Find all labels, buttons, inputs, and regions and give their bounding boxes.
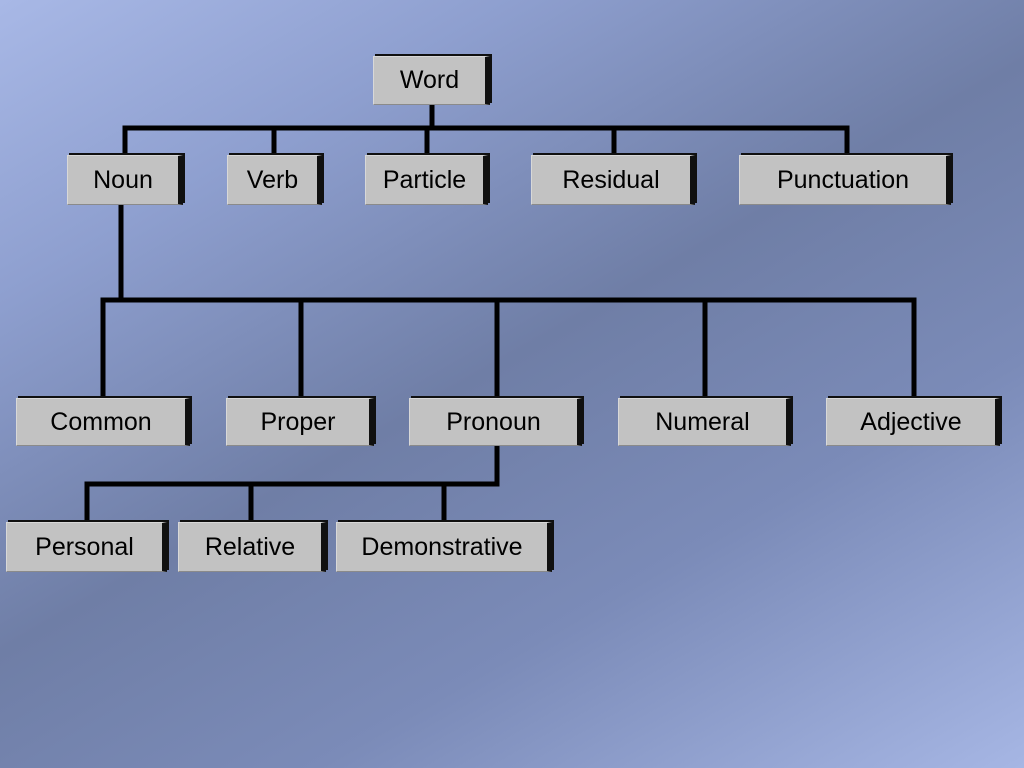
node-particle: Particle: [365, 155, 488, 205]
node-numeral: Numeral: [618, 398, 791, 446]
node-personal: Personal: [6, 522, 167, 572]
node-common: Common: [16, 398, 190, 446]
node-residual: Residual: [531, 155, 695, 205]
node-demonstrative: Demonstrative: [336, 522, 552, 572]
node-punctuation: Punctuation: [739, 155, 951, 205]
node-word: Word: [373, 56, 490, 105]
node-noun: Noun: [67, 155, 183, 205]
node-pronoun: Pronoun: [409, 398, 582, 446]
node-verb: Verb: [227, 155, 322, 205]
node-adjective: Adjective: [826, 398, 1000, 446]
node-proper: Proper: [226, 398, 374, 446]
node-relative: Relative: [178, 522, 326, 572]
